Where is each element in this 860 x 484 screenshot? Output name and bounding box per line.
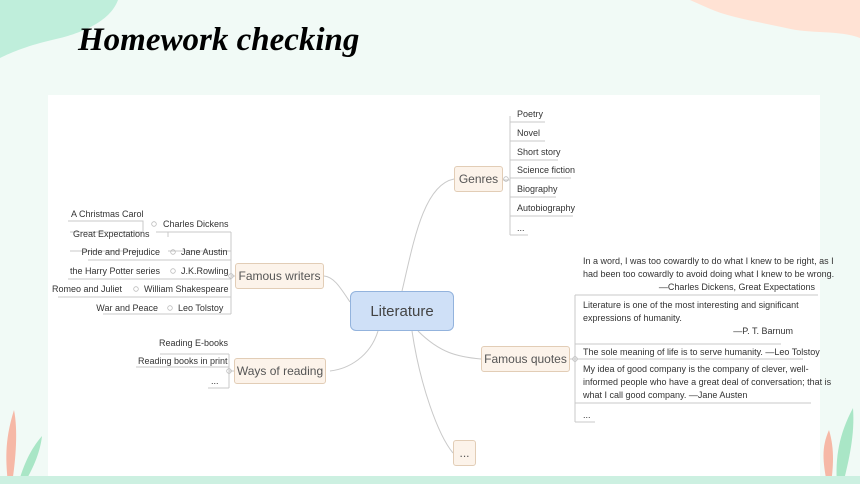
page-title: Homework checking [78,22,360,58]
work-title: Pride and Prejudice [81,247,160,257]
mind-map-panel: Literature Genres Poetry Novel Short sto… [48,95,835,476]
quote-tolstoy: The sole meaning of life is to serve hum… [583,346,820,359]
work-title: the Harry Potter series [69,266,160,276]
author-name: William Shakespeare [144,284,229,294]
quote-line: what I call good company. —Jane Austen [583,390,748,400]
quote-line: The sole meaning of life is to serve hum… [583,347,820,357]
decor-top-right-blob [690,0,860,38]
genre-item: Poetry [517,109,544,119]
decor-plant-left [6,410,42,484]
work-title: Great Expectations [73,229,150,239]
quote-source: —P. T. Barnum [733,326,793,336]
reading-item: Reading E-books [159,338,229,348]
branch-ways-of-reading[interactable]: Ways of reading [234,358,326,384]
reading-item: ... [211,376,219,386]
quote-austen: My idea of good company is the company o… [583,363,832,402]
branch-famous-quotes[interactable]: Famous quotes [481,346,570,372]
quote-source: —Charles Dickens, Great Expectations [658,282,815,292]
quote-more: ... [583,410,591,420]
quote-line: informed people who have a great deal of… [583,377,832,387]
genre-item: Biography [517,184,558,194]
author-name: Leo Tolstoy [178,303,224,313]
author-name: J.K.Rowling [181,266,229,276]
genre-item: Autobiography [517,203,576,213]
mind-map-connectors [58,116,818,454]
work-title: War and Peace [96,303,158,313]
quote-dickens: In a word, I was too cowardly to do what… [583,255,835,294]
central-topic[interactable]: Literature [350,291,454,331]
quote-line: In a word, I was too cowardly to do what… [583,256,834,266]
work-title: Romeo and Juliet [51,284,122,294]
reading-item: Reading books in print [138,356,228,366]
branch-famous-writers[interactable]: Famous writers [235,263,324,289]
author-name: Charles Dickens [163,219,229,229]
genre-item: ... [517,223,525,233]
branch-more[interactable]: ... [453,440,476,466]
work-title: A Christmas Carol [71,209,144,219]
branch-genres[interactable]: Genres [454,166,503,192]
quote-line: expressions of humanity. [583,313,682,323]
quote-line: had been too cowardly to avoid doing wha… [583,269,835,279]
quote-line: My idea of good company is the company o… [583,364,809,374]
quote-line: Literature is one of the most interestin… [583,300,799,310]
genre-item: Science fiction [517,165,576,175]
author-name: Jane Austin [181,247,228,257]
decor-bottom-band [0,476,860,484]
decor-plant-right [823,408,854,484]
genre-item: Novel [517,128,541,138]
quote-barnum: Literature is one of the most interestin… [583,299,799,338]
genre-item: Short story [517,147,561,157]
